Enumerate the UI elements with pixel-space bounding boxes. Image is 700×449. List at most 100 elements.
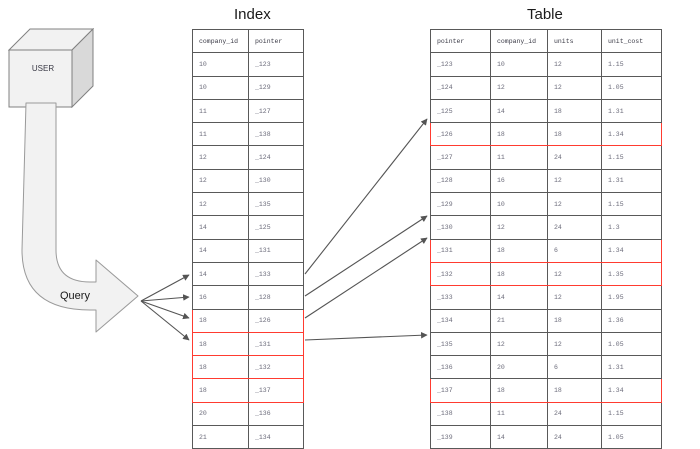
table-cell-units: 6: [547, 238, 602, 263]
table-header-units: units: [547, 28, 602, 54]
index-cell-company_id: 18: [192, 308, 249, 333]
table-cell-unit_cost: 1.15: [601, 145, 662, 170]
table-cell-units: 24: [547, 425, 602, 449]
index-row: 18_126: [192, 308, 304, 333]
table-cell-company_id: 18: [490, 122, 548, 147]
table-cell-pointer: _125: [430, 98, 491, 124]
table-cell-company_id: 14: [490, 285, 548, 310]
table-cell-units: 18: [547, 378, 602, 403]
index-cell-company_id: 11: [192, 122, 249, 147]
table-cell-pointer: _139: [430, 425, 491, 449]
index-cell-pointer: _129: [248, 75, 304, 100]
index-row: 21_134: [192, 425, 304, 449]
index-row: 14_125: [192, 215, 304, 240]
index-cell-pointer: _124: [248, 145, 304, 170]
index-cell-company_id: 21: [192, 425, 249, 449]
index-cell-company_id: 18: [192, 378, 249, 403]
table-header-unit_cost: unit_cost: [601, 28, 662, 54]
table-cell-company_id: 12: [490, 215, 548, 240]
table-cell-units: 12: [547, 261, 602, 287]
index-row: 18_131: [192, 331, 304, 357]
index-row: 10_129: [192, 75, 304, 100]
index-row: 12_135: [192, 192, 304, 217]
index-cell-pointer: _127: [248, 98, 304, 124]
index-cell-company_id: 14: [192, 238, 249, 263]
table-cell-pointer: _138: [430, 401, 491, 427]
table-cell-unit_cost: 1.3: [601, 215, 662, 240]
index-cell-pointer: _134: [248, 425, 304, 449]
query-label: Query: [60, 290, 90, 302]
index-row: 18_132: [192, 355, 304, 380]
table-cell-company_id: 20: [490, 355, 548, 380]
index-cell-pointer: _126: [248, 308, 304, 333]
table-cell-pointer: _124: [430, 75, 491, 100]
table-cell-unit_cost: 1.31: [601, 168, 662, 194]
table-cell-pointer: _134: [430, 308, 491, 333]
table-cell-unit_cost: 1.05: [601, 331, 662, 357]
table-cell-units: 18: [547, 308, 602, 333]
table-header-pointer: pointer: [430, 28, 491, 54]
index-row: 10_123: [192, 52, 304, 77]
table-cell-pointer: _129: [430, 192, 491, 217]
table-cell-unit_cost: 1.05: [601, 425, 662, 449]
index-cell-pointer: _133: [248, 261, 304, 287]
index-cell-company_id: 12: [192, 168, 249, 194]
index-cell-company_id: 14: [192, 215, 249, 240]
table-cell-company_id: 14: [490, 98, 548, 124]
user-cube-icon: [8, 28, 94, 108]
table-cell-pointer: _132: [430, 261, 491, 287]
table-cell-unit_cost: 1.15: [601, 52, 662, 77]
table-cell-company_id: 21: [490, 308, 548, 333]
index-row: 11_127: [192, 98, 304, 124]
index-to-table-arrow-126: [304, 118, 428, 275]
index-row: 16_128: [192, 285, 304, 310]
index-cell-pointer: _138: [248, 122, 304, 147]
index-cell-company_id: 12: [192, 192, 249, 217]
index-cell-company_id: 18: [192, 355, 249, 380]
table-cell-unit_cost: 1.35: [601, 261, 662, 287]
index-cell-pointer: _128: [248, 285, 304, 310]
index-cell-company_id: 14: [192, 261, 249, 287]
index-title: Index: [234, 6, 271, 23]
query-block-arrow: [21, 102, 139, 333]
index-header-pointer: pointer: [248, 28, 304, 54]
index-cell-pointer: _130: [248, 168, 304, 194]
index-cell-company_id: 10: [192, 52, 249, 77]
index-cell-pointer: _125: [248, 215, 304, 240]
table-cell-pointer: _127: [430, 145, 491, 170]
table-cell-company_id: 16: [490, 168, 548, 194]
table-cell-unit_cost: 1.34: [601, 238, 662, 263]
index-cell-pointer: _131: [248, 238, 304, 263]
table-cell-company_id: 11: [490, 145, 548, 170]
index-to-table-arrow-131: [304, 215, 428, 297]
table-cell-units: 18: [547, 98, 602, 124]
table-cell-units: 12: [547, 52, 602, 77]
index-cell-company_id: 10: [192, 75, 249, 100]
index-to-table-arrow-132: [304, 237, 428, 319]
table-cell-units: 12: [547, 168, 602, 194]
table-cell-unit_cost: 1.31: [601, 98, 662, 124]
table-cell-pointer: _133: [430, 285, 491, 310]
index-to-table-arrow-137: [304, 331, 428, 341]
index-row: 12_130: [192, 168, 304, 194]
table-cell-pointer: _136: [430, 355, 491, 380]
index-row: 20_136: [192, 401, 304, 427]
table-cell-company_id: 18: [490, 238, 548, 263]
index-cell-pointer: _137: [248, 378, 304, 403]
table-cell-units: 12: [547, 285, 602, 310]
